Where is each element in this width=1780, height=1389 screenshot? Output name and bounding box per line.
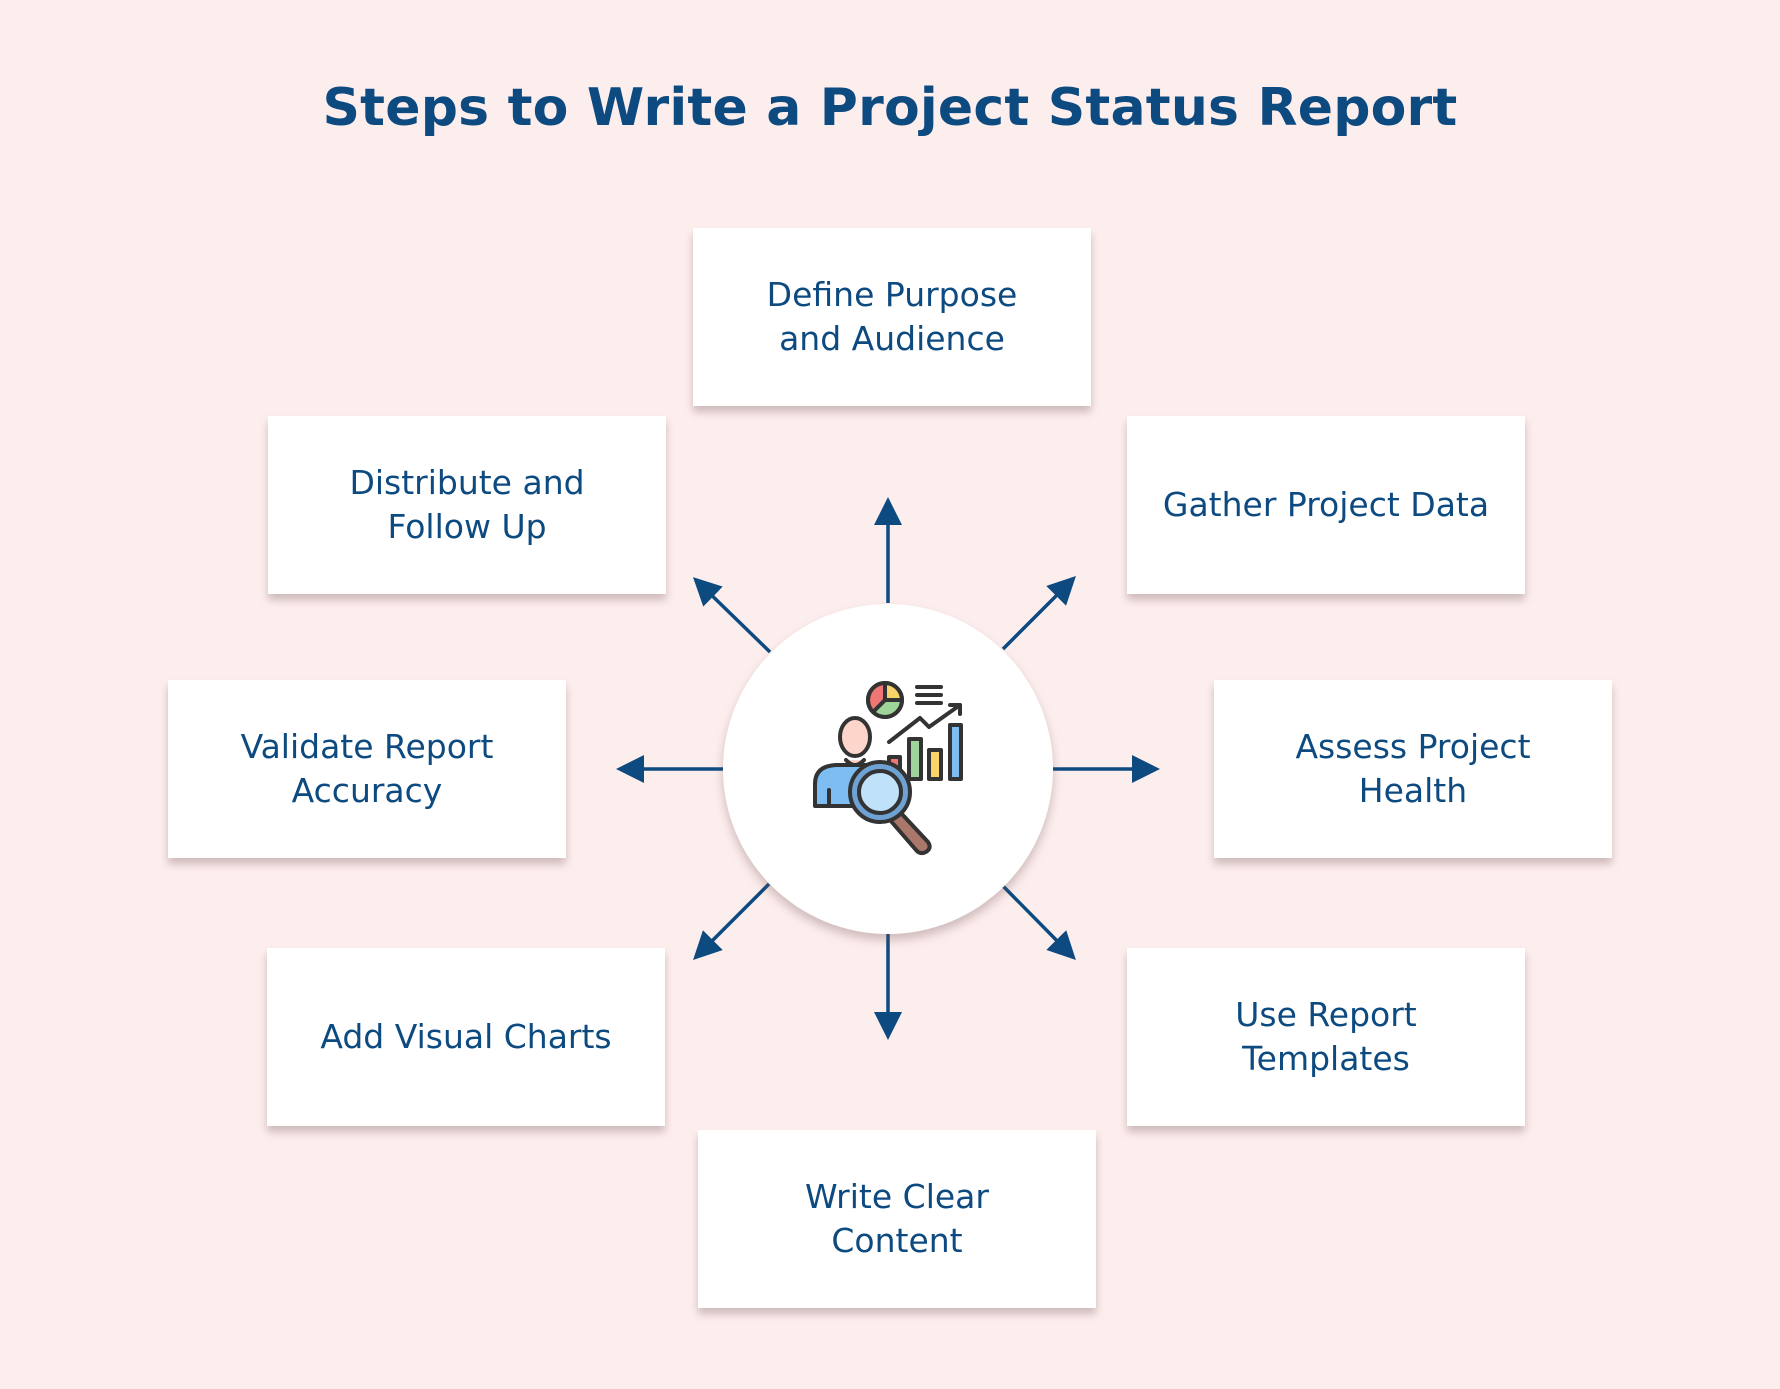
arrow-up-right-icon (1001, 576, 1076, 651)
step-use-templates: Use Report Templates (1127, 948, 1525, 1126)
bar-chart-icon (887, 723, 963, 781)
step-define-purpose: Define Purpose and Audience (693, 228, 1091, 406)
step-validate-accuracy: Validate Report Accuracy (168, 680, 566, 858)
step-label: Assess Project Health (1295, 727, 1531, 810)
arrow-down-left-icon (693, 882, 771, 960)
step-label: Validate Report Accuracy (240, 727, 494, 810)
pie-chart-icon (866, 681, 904, 719)
step-distribute-follow-up: Distribute and Follow Up (268, 416, 666, 594)
step-label: Gather Project Data (1162, 485, 1490, 524)
page-title: Steps to Write a Project Status Report (322, 78, 1458, 138)
step-gather-data: Gather Project Data (1127, 416, 1525, 594)
trend-arrow-icon (887, 703, 962, 744)
step-label: Define Purpose and Audience (766, 275, 1018, 358)
step-label: Add Visual Charts (320, 1017, 612, 1056)
list-lines-icon (915, 685, 943, 705)
arrow-down-right-icon (1001, 884, 1076, 960)
arrow-up-left-icon (692, 577, 772, 654)
step-label: Use Report Templates (1235, 995, 1417, 1078)
step-label: Distribute and Follow Up (349, 463, 585, 546)
magnifier-icon (848, 760, 932, 856)
step-assess-health: Assess Project Health (1214, 680, 1612, 858)
step-label: Write Clear Content (805, 1177, 989, 1260)
step-write-content: Write Clear Content (698, 1130, 1096, 1308)
step-add-charts: Add Visual Charts (267, 948, 665, 1126)
